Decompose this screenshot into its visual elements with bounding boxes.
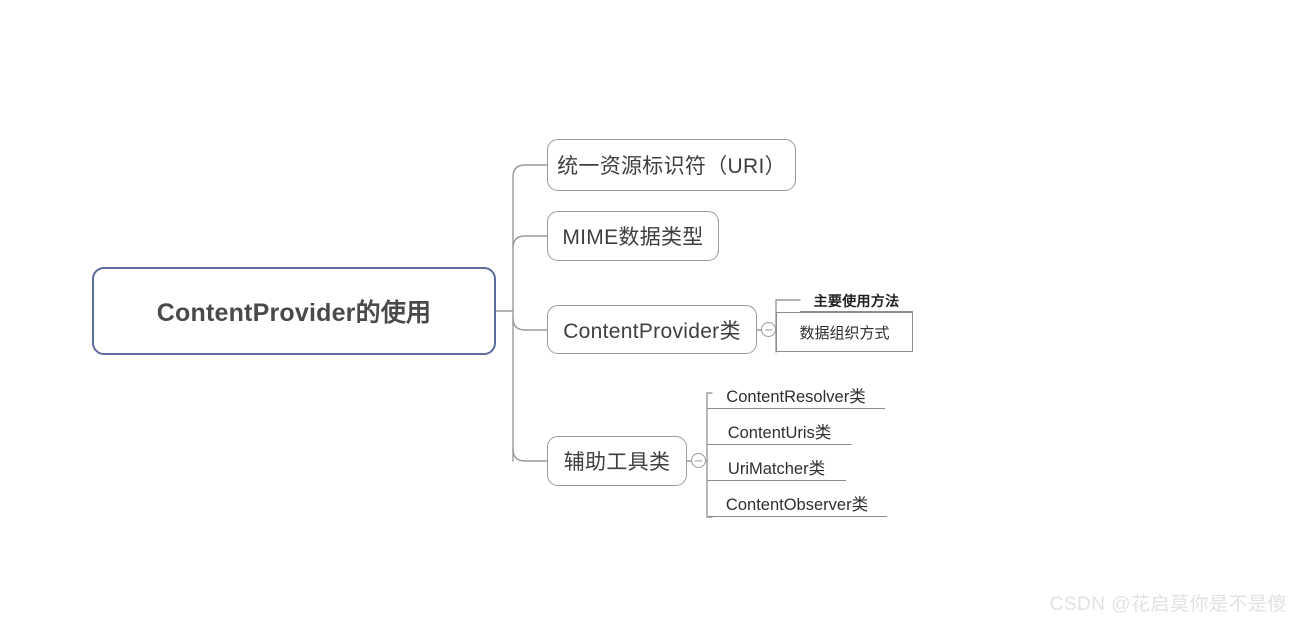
leaf-content-resolver[interactable]: ContentResolver类 (707, 380, 885, 409)
leaf-uri-matcher[interactable]: UriMatcher类 (707, 452, 846, 481)
leaf-data-organization[interactable]: 数据组织方式 (776, 312, 913, 352)
node-mime[interactable]: MIME数据类型 (547, 211, 719, 261)
node-contentprovider-class-label: ContentProvider类 (563, 319, 741, 343)
csdn-watermark: CSDN @花启莫你是不是傻 (1049, 594, 1287, 615)
leaf-content-uris[interactable]: ContentUris类 (707, 416, 852, 445)
node-uri[interactable]: 统一资源标识符（URI） (547, 139, 796, 191)
leaf-main-usage[interactable]: 主要使用方法 (800, 286, 913, 312)
leaf-uri-matcher-label: UriMatcher类 (727, 459, 826, 478)
root-node-label: ContentProvider的使用 (156, 299, 432, 327)
node-uri-label: 统一资源标识符（URI） (557, 155, 786, 178)
leaf-content-resolver-label: ContentResolver类 (726, 387, 866, 406)
leaf-content-uris-label: ContentUris类 (727, 423, 832, 442)
minus-circle-icon[interactable] (761, 322, 776, 337)
node-contentprovider-class[interactable]: ContentProvider类 (547, 305, 757, 354)
root-node[interactable]: ContentProvider的使用 (92, 267, 496, 355)
node-helper-classes[interactable]: 辅助工具类 (547, 436, 687, 486)
leaf-main-usage-label: 主要使用方法 (813, 293, 900, 309)
leaf-data-organization-label: 数据组织方式 (799, 324, 890, 342)
leaf-content-observer-label: ContentObserver类 (725, 495, 869, 514)
node-mime-label: MIME数据类型 (562, 226, 704, 249)
node-helper-classes-label: 辅助工具类 (563, 451, 671, 474)
minus-circle-icon[interactable] (691, 453, 706, 468)
leaf-content-observer[interactable]: ContentObserver类 (707, 488, 887, 517)
